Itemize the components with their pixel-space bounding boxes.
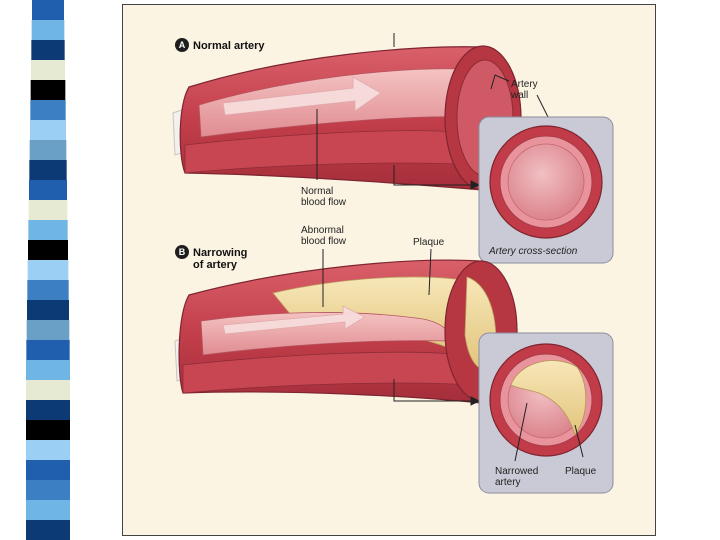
- strip-block: [31, 40, 65, 60]
- leader-lines-b: [322, 248, 481, 406]
- strip-block: [28, 200, 68, 220]
- strip-block: [26, 460, 70, 480]
- abnormal-blood-flow-label: Abnormal blood flow: [301, 225, 347, 247]
- narrowed-artery-label: Narrowed artery: [495, 466, 539, 488]
- decorative-side-strip: [26, 0, 70, 540]
- strip-block: [27, 280, 69, 300]
- artery-diagram: [172, 33, 614, 494]
- strip-block: [26, 520, 70, 540]
- strip-block: [26, 380, 70, 400]
- plaque-label-top: Plaque: [413, 237, 445, 248]
- strip-block: [27, 300, 69, 320]
- strip-block: [26, 420, 70, 440]
- cross-section-narrowed: [478, 332, 614, 494]
- normal-artery-illustration: [172, 45, 522, 191]
- strip-block: [28, 240, 68, 260]
- normal-blood-flow-label: Normal blood flow: [301, 186, 347, 208]
- strip-block: [30, 120, 66, 140]
- section-b-title: Narrowing of artery: [193, 247, 248, 271]
- artery-cross-section-label: Artery cross-section: [489, 246, 578, 257]
- section-a-title: Normal artery: [193, 40, 265, 52]
- diagram-panel: A Normal artery Artery wall Normal blood…: [122, 4, 656, 536]
- strip-block: [29, 180, 67, 200]
- strip-block: [28, 220, 68, 240]
- strip-block: [26, 360, 70, 380]
- strip-block: [31, 20, 65, 40]
- cross-section-normal: [478, 116, 614, 264]
- narrowed-artery-illustration: [174, 259, 518, 404]
- strip-block: [26, 500, 70, 520]
- section-b-badge: B: [175, 245, 189, 259]
- strip-block: [30, 100, 66, 120]
- strip-block: [27, 260, 69, 280]
- strip-block: [32, 0, 64, 20]
- strip-block: [30, 80, 66, 100]
- strip-block: [26, 320, 70, 340]
- strip-block: [26, 440, 70, 460]
- section-a-badge: A: [175, 38, 189, 52]
- artery-wall-label: Artery wall: [511, 79, 538, 101]
- strip-block: [29, 160, 67, 180]
- strip-block: [26, 480, 70, 500]
- strip-block: [26, 400, 70, 420]
- strip-block: [31, 60, 65, 80]
- plaque-label-bottom: Plaque: [565, 466, 597, 477]
- strip-block: [29, 140, 67, 160]
- strip-block: [26, 340, 70, 360]
